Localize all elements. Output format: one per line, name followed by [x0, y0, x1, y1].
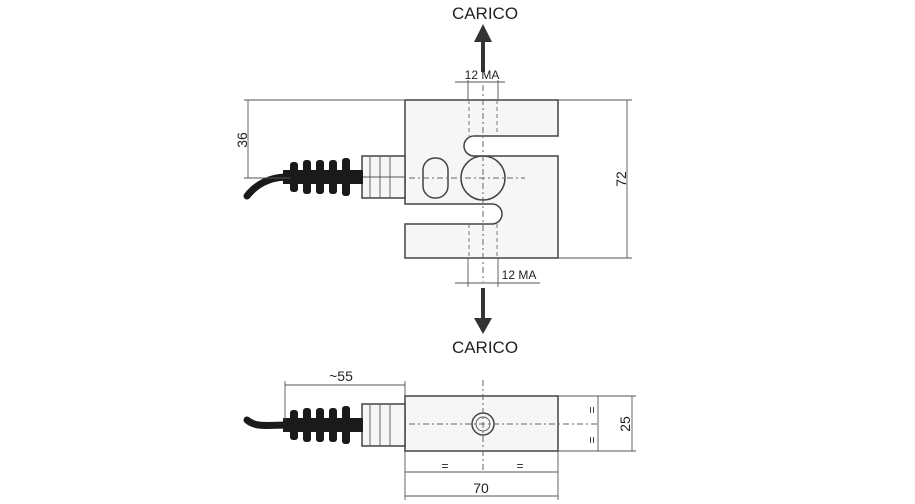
- equal-mark-bottom-right: =: [516, 459, 523, 473]
- dimension-70-label: 70: [473, 480, 489, 496]
- equal-mark-bottom-left: =: [441, 459, 448, 473]
- top-load-arrow: [474, 24, 492, 72]
- cable: [243, 173, 292, 200]
- side-view-strain-relief: [283, 406, 363, 444]
- hidden-thread-lines: [468, 100, 498, 258]
- dimension-36: [244, 99, 405, 179]
- bottom-thread-label: 12 MA: [502, 268, 537, 282]
- dimension-25: [558, 395, 636, 452]
- dimension-equal-split: [404, 451, 559, 500]
- top-thread-label: 12 MA: [465, 68, 500, 82]
- side-view-cable-gland: [361, 403, 406, 447]
- top-thread-dimension: [455, 80, 505, 100]
- top-load-label: CARICO: [452, 4, 518, 23]
- equal-mark-right-top: =: [585, 406, 599, 413]
- side-view-cable: [243, 416, 292, 430]
- dimension-72: [558, 99, 632, 259]
- dimension-72-label: 72: [613, 171, 629, 187]
- bottom-load-label: CARICO: [452, 338, 518, 357]
- bottom-load-arrow: [474, 288, 492, 334]
- cable-gland: [361, 155, 406, 199]
- dimension-cable-length: [284, 381, 406, 420]
- dimension-36-label: 36: [234, 132, 250, 148]
- dimension-25-label: 25: [617, 416, 633, 432]
- cable-strain-relief: [283, 158, 363, 196]
- bottom-thread-dimension: [455, 258, 540, 287]
- equal-mark-right-bottom: =: [585, 436, 599, 443]
- dimension-cable-length-label: ~55: [329, 368, 353, 384]
